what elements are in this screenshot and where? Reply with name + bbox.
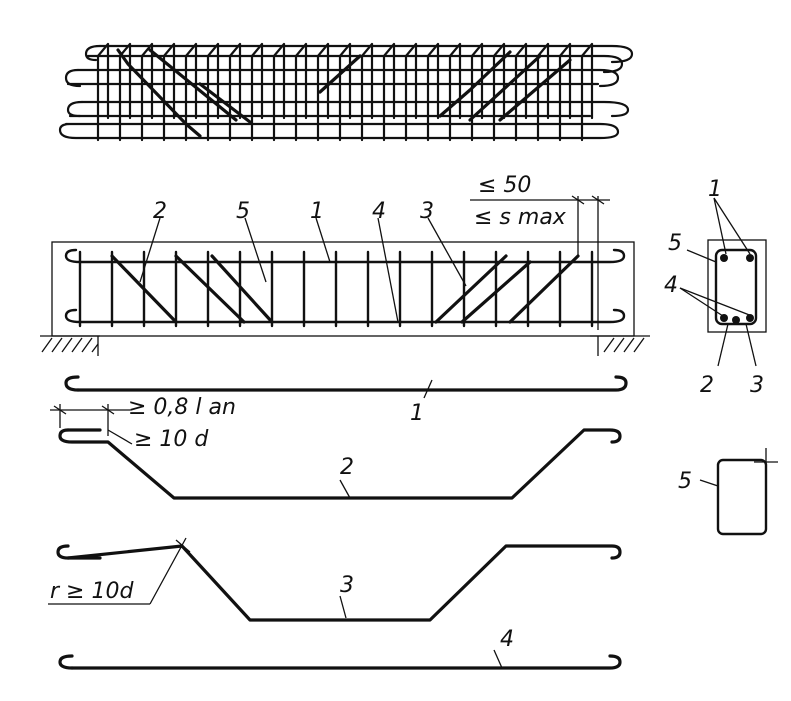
beam-callouts: 2 5 1 4 3 — [139, 199, 467, 323]
callout-3: 3 — [420, 199, 434, 224]
section-callout-2: 2 — [700, 373, 714, 398]
cage-stirrup — [140, 42, 154, 142]
anchor-dimension: ≥ 0,8 l an ≥ 10 d — [50, 395, 236, 452]
section-bar — [746, 254, 754, 262]
callout-1: 1 — [310, 199, 324, 224]
cage-stirrup — [426, 42, 440, 142]
cage-bent-bars — [116, 48, 572, 138]
isometric-cage-view — [58, 42, 634, 142]
cage-stirrup — [382, 42, 396, 142]
cage-stirrup — [360, 42, 374, 142]
beam-elevation: 2 5 1 4 3 ≤ 50 ≤ s max — [40, 173, 650, 356]
section-outline — [707, 239, 767, 333]
cage-stirrup — [96, 42, 110, 142]
cage-stirrup — [338, 42, 352, 142]
cage-stirrup — [272, 42, 286, 142]
bar-callout-1: 1 — [410, 401, 424, 426]
bar-callout-3: 3 — [340, 573, 354, 598]
bar-2-bent: ≥ 0,8 l an ≥ 10 d 2 — [50, 395, 622, 500]
cage-stirrup — [514, 42, 528, 142]
cage-stirrup — [316, 42, 330, 142]
dim-s-max: ≤ s max — [474, 205, 567, 230]
cage-stirrup — [558, 42, 572, 142]
bar-callout-2: 2 — [340, 455, 354, 480]
anchor-10d-label: ≥ 10 d — [134, 427, 209, 452]
beam-bottom-bar — [64, 308, 626, 324]
cage-stirrup — [294, 42, 308, 142]
cage-stirrup — [470, 42, 484, 142]
bar-5-stirrup: 5 — [678, 448, 778, 536]
beam-top-bar — [64, 248, 626, 264]
cross-section: 1 5 4 2 3 — [664, 177, 767, 398]
beam-bent-bars — [110, 254, 580, 324]
bar-callout-4: 4 — [500, 627, 514, 652]
beam-outline — [51, 241, 635, 337]
cage-stirrup — [448, 42, 462, 142]
bar-1-straight: 1 — [64, 375, 628, 426]
spacing-dimension: ≤ 50 ≤ s max — [470, 173, 610, 330]
section-callout-1: 1 — [708, 177, 722, 202]
section-bar — [720, 254, 728, 262]
cage-stirrups — [96, 42, 594, 142]
callout-2: 2 — [153, 199, 167, 224]
cage-stirrup — [228, 42, 242, 142]
cage-stirrup — [250, 42, 264, 142]
callout-5: 5 — [236, 199, 250, 224]
section-callout-4: 4 — [664, 273, 678, 298]
callout-4: 4 — [372, 199, 386, 224]
bar-3-bent: r ≥ 10d 3 — [48, 537, 622, 622]
cage-stirrup — [536, 42, 550, 142]
bend-radius-annotation: r ≥ 10d — [48, 537, 191, 605]
cage-longitudinal-bars — [58, 44, 634, 140]
section-bar — [732, 316, 740, 324]
bar-4-straight: 4 — [58, 627, 622, 670]
supports — [40, 335, 650, 356]
bar-callout-5: 5 — [678, 469, 692, 494]
bend-radius-label: r ≥ 10d — [50, 579, 134, 604]
cage-stirrup — [404, 42, 418, 142]
section-callout-3: 3 — [750, 373, 764, 398]
anchor-length-label: ≥ 0,8 l an — [128, 395, 236, 420]
dim-max-50: ≤ 50 — [478, 173, 531, 198]
section-callout-5: 5 — [668, 231, 682, 256]
cage-stirrup — [580, 42, 594, 142]
cage-stirrup — [162, 42, 176, 142]
